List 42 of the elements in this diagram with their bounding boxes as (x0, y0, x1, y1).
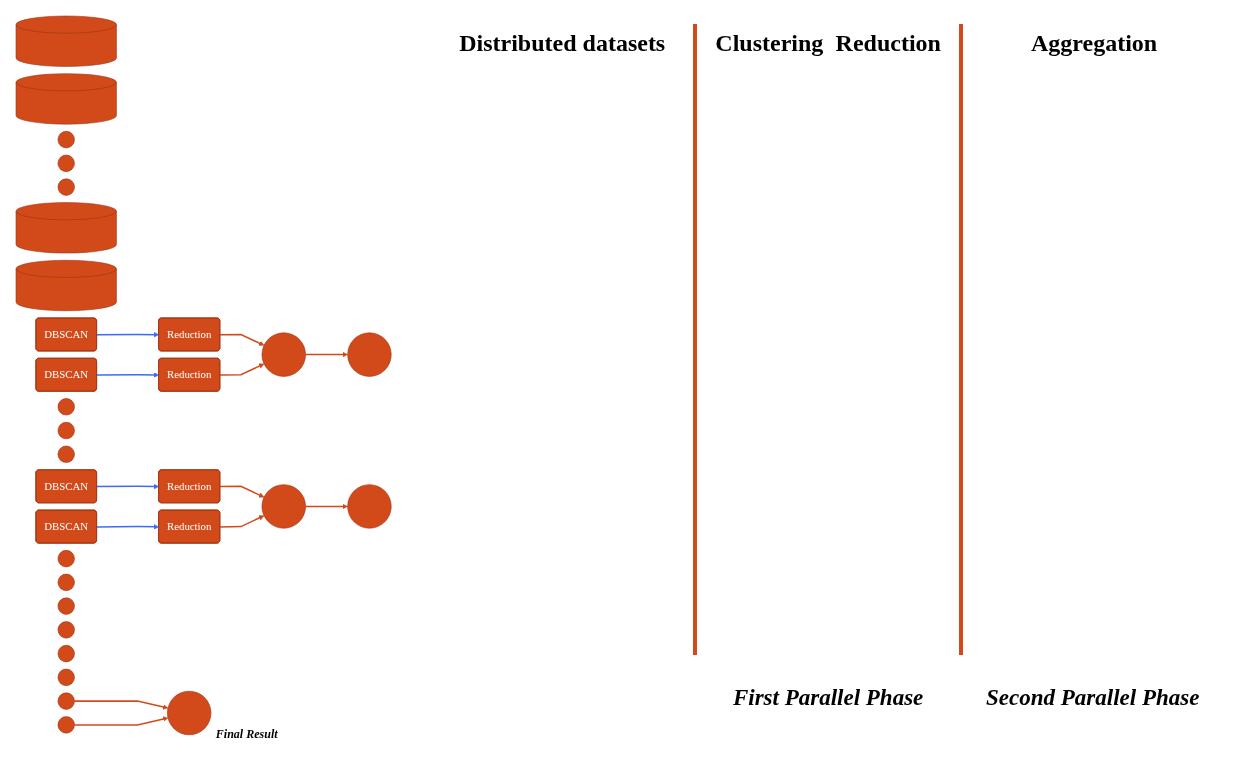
arrow (73, 716, 169, 726)
arrow (219, 333, 265, 346)
node-cylinder (15, 73, 117, 125)
node-circle (347, 332, 392, 377)
column-heading: Clustering (715, 30, 824, 57)
arrow (219, 363, 265, 376)
phase-caption: Second Parallel Phase (986, 684, 1200, 711)
arrow (219, 515, 265, 528)
column-heading: Reduction (835, 30, 941, 57)
node-circle (347, 484, 392, 529)
arrow (96, 372, 160, 378)
node-circle (57, 131, 75, 149)
node-cylinder (15, 202, 117, 254)
node-circle (57, 597, 75, 615)
node-circle (57, 573, 75, 591)
arrow (304, 503, 348, 510)
column-heading: Aggregation (1030, 30, 1158, 57)
node-circle (57, 668, 75, 686)
arrow (304, 351, 348, 358)
node-circle (57, 716, 75, 734)
node-caption: Final Result (215, 727, 278, 742)
column-heading: Distributed datasets (459, 30, 666, 57)
node-cylinder (15, 260, 117, 311)
node-circle (57, 692, 75, 710)
phase-caption: First Parallel Phase (732, 684, 924, 711)
node-circle (57, 621, 75, 639)
node-circle (57, 645, 75, 663)
arrow (73, 700, 169, 710)
node-circle (261, 484, 306, 529)
node-cylinder (15, 15, 117, 67)
arrow (96, 332, 160, 338)
node-circle (57, 178, 75, 196)
node-circle (57, 445, 75, 463)
node-circle (57, 421, 75, 440)
node-circle (57, 154, 75, 172)
arrow (219, 485, 265, 498)
node-circle (261, 332, 306, 377)
arrow (96, 524, 160, 530)
arrow (96, 483, 160, 490)
node-circle (57, 550, 75, 568)
node-circle (57, 398, 75, 416)
node-circle (167, 690, 212, 736)
